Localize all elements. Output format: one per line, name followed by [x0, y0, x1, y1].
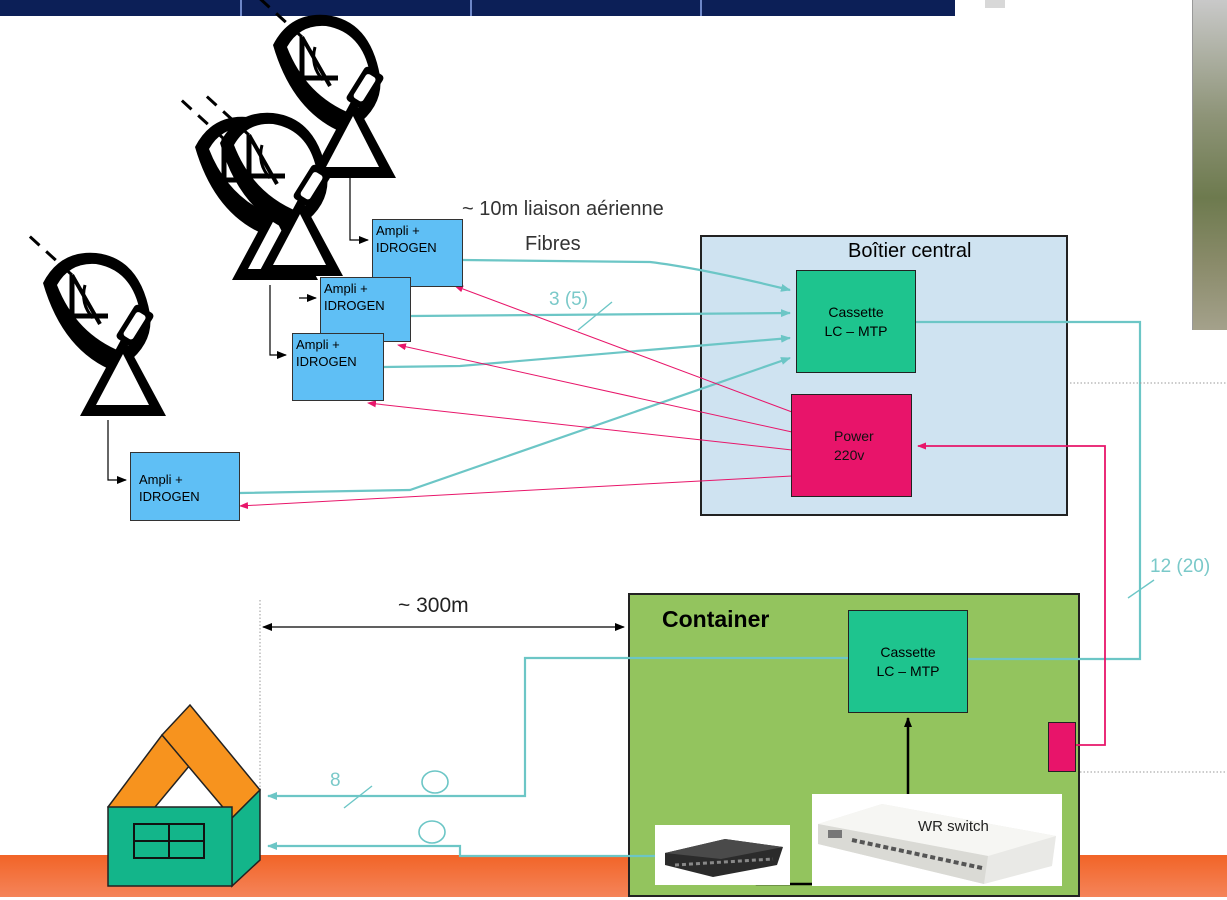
amp-box-3: Ampli + IDROGEN	[292, 333, 384, 401]
fibre-amp3	[384, 338, 790, 367]
fibre-coil-1	[422, 771, 448, 793]
fibre-coil-2	[419, 821, 445, 843]
central-cassette-line2: LC – MTP	[824, 322, 887, 341]
distance-label: ~ 300m	[398, 594, 469, 618]
power-line2: 220v	[834, 446, 864, 465]
container-cassette: Cassette LC – MTP	[848, 610, 968, 713]
amp-4-line1: Ampli +	[139, 471, 239, 488]
amp-1-line2: IDROGEN	[376, 239, 462, 256]
container-cassette-line2: LC – MTP	[876, 662, 939, 681]
power-to-amp3	[368, 403, 792, 450]
amp-2-line2: IDROGEN	[324, 297, 410, 314]
fibre-count-top-label: 3 (5)	[549, 289, 588, 311]
central-cassette: Cassette LC – MTP	[796, 270, 916, 373]
amp-3-line2: IDROGEN	[296, 353, 383, 370]
amp-1-line1: Ampli +	[376, 222, 462, 239]
house-icon	[100, 700, 280, 900]
wr-switch-photo	[812, 794, 1062, 886]
fibre-amp1	[463, 260, 790, 290]
central-cassette-line1: Cassette	[828, 303, 883, 322]
amp-box-4: Ampli + IDROGEN	[130, 452, 240, 521]
amp-4-line2: IDROGEN	[139, 488, 239, 505]
feed-line-3	[270, 285, 286, 355]
ethernet-switch-photo	[655, 825, 790, 885]
container-power-socket	[1048, 722, 1076, 772]
fibre-to-house-2	[268, 846, 655, 856]
feed-line-4	[108, 420, 126, 480]
fibres-label: Fibres	[525, 233, 581, 256]
fibre-count-house-label: 8	[330, 770, 341, 792]
wr-switch-icon	[812, 794, 1062, 886]
fibre-amp2	[411, 313, 790, 316]
power-to-amp2	[398, 345, 792, 432]
aerial-link-label: ~ 10m liaison aérienne	[462, 198, 664, 221]
ethernet-switch-icon	[655, 825, 790, 885]
power-to-amp1	[455, 286, 792, 412]
amp-2-line1: Ampli +	[324, 280, 410, 297]
fibre-count-right-label: 12 (20)	[1150, 556, 1210, 578]
power-box: Power 220v	[791, 394, 912, 497]
amp-3-line1: Ampli +	[296, 336, 383, 353]
guide-lines	[260, 383, 1227, 790]
fibre-cassette-link	[916, 322, 1140, 659]
power-line1: Power	[834, 427, 874, 446]
wr-switch-label: WR switch	[918, 818, 989, 835]
feed-line-1	[350, 178, 368, 240]
fibre-to-house-1	[268, 658, 850, 796]
container-cassette-line1: Cassette	[880, 643, 935, 662]
